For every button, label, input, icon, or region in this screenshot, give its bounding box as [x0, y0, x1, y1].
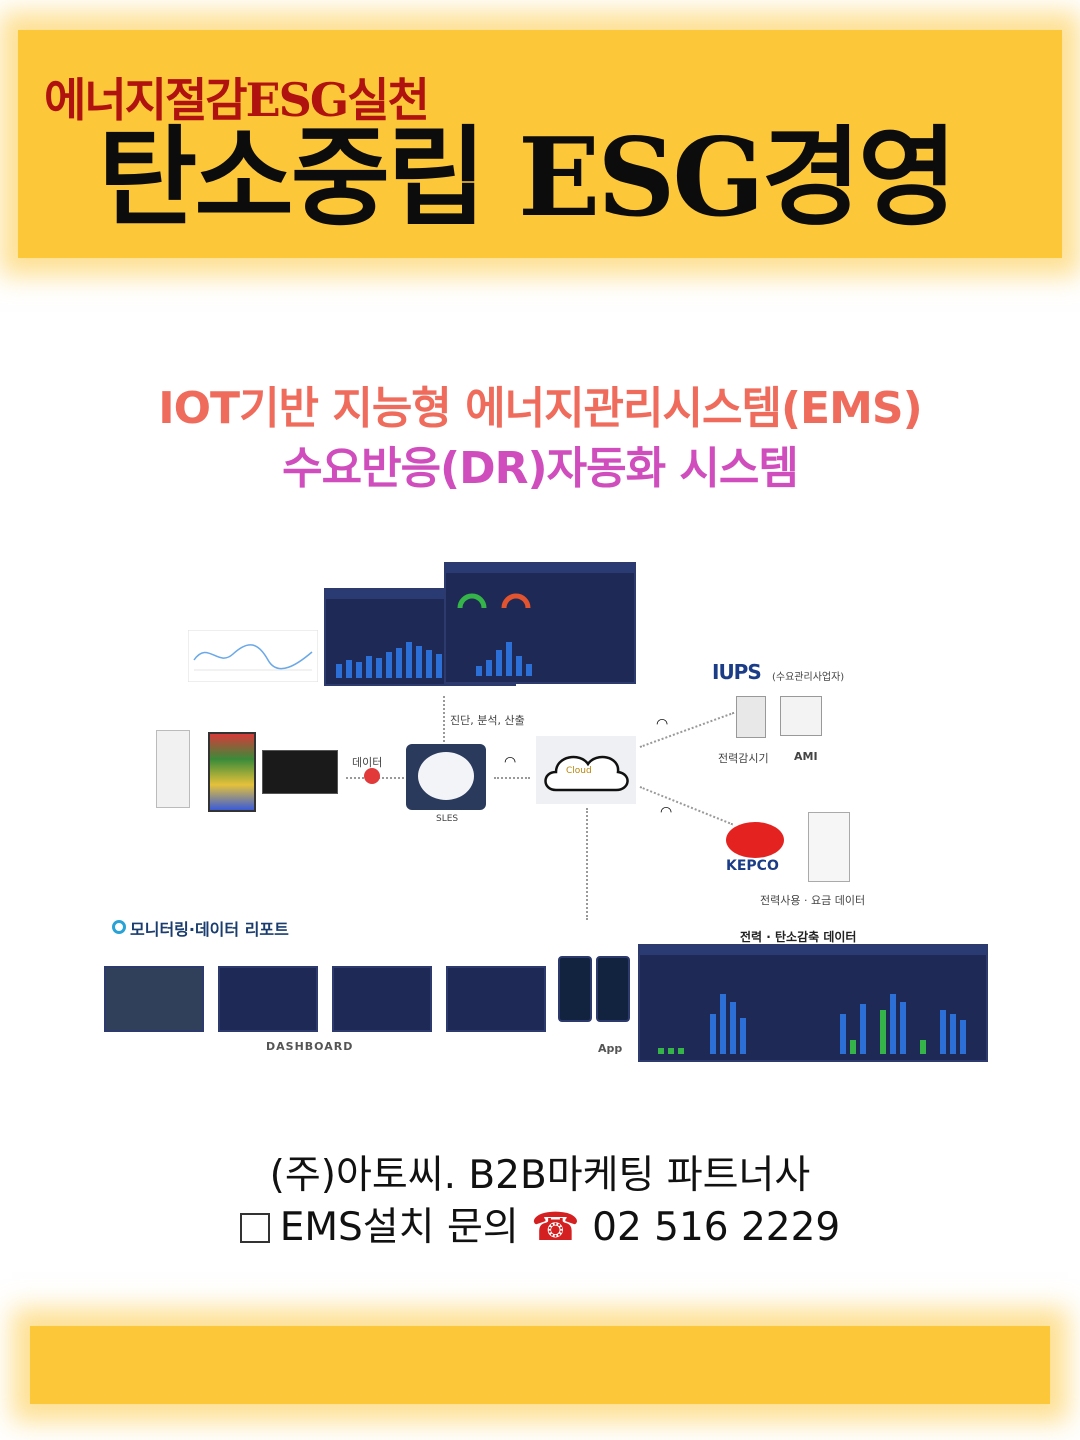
- microwave-icon: [262, 750, 338, 794]
- no-sign-icon: [364, 768, 380, 784]
- ems-diagram: 진단, 분석, 산출 데이터 SLES ◠ Cloud IUPS (수요관리사업…: [100, 556, 990, 1066]
- line-chart-illustration: [188, 630, 318, 682]
- dashboard-label: DASHBOARD: [266, 1040, 354, 1053]
- wifi-icon-3: ◠: [660, 804, 673, 820]
- bottom-banner: [30, 1326, 1050, 1404]
- monitor-title: 모니터링·데이터 리포트: [130, 920, 289, 939]
- app-phone-1: [558, 956, 592, 1022]
- cloud-label: Cloud: [566, 766, 592, 776]
- sles-device: [406, 744, 486, 810]
- dashboard-thumbnail-1: [218, 966, 318, 1032]
- kepco-emblem-icon: [726, 822, 784, 858]
- cloud-box: Cloud: [536, 736, 636, 804]
- refrigerator-icon: [208, 732, 256, 812]
- headline-dr: 수요반응(DR)자동화 시스템: [282, 443, 799, 494]
- kepco-logo: KEPCO: [726, 858, 779, 874]
- wifi-icon-2: ◠: [656, 716, 669, 732]
- monitor-bullet-icon: [112, 920, 126, 934]
- ami-label: AMI: [794, 750, 818, 763]
- iups-sub-label: (수요관리사업자): [772, 672, 845, 683]
- data-label: 데이터: [352, 756, 383, 769]
- telephone-icon: ☎: [531, 1205, 580, 1250]
- banner-subtitle: 에너지절감ESG실천: [44, 73, 430, 127]
- kepco-data-label: 전력사용 · 요금 데이터: [760, 894, 866, 907]
- checkbox-icon: [239, 1213, 270, 1243]
- app-phone-2: [596, 956, 630, 1022]
- dashboard-thumbnail-2: [332, 966, 432, 1032]
- wifi-icon: ◠: [504, 754, 517, 770]
- air-conditioner-icon: [156, 730, 190, 808]
- phone-number[interactable]: 02 516 2229: [592, 1205, 841, 1250]
- headline-ems: IOT기반 지능형 에너지관리시스템(EMS): [158, 383, 922, 434]
- dashboard-screen-right: [444, 562, 636, 684]
- top-banner: [18, 30, 1062, 258]
- map-thumbnail: [104, 966, 204, 1032]
- app-label: App: [598, 1042, 623, 1055]
- contact-company: (주)아토씨. B2B마케팅 파트너사: [269, 1153, 811, 1198]
- contact-inquiry-line: EMS설치 문의 ☎ 02 516 2229: [0, 1196, 1080, 1252]
- ami-meter-icon: [780, 696, 822, 736]
- sles-label: SLES: [436, 814, 459, 824]
- carbon-data-label: 전력 · 탄소감축 데이터: [740, 930, 857, 944]
- banner-title: 탄소중립 ESG경영: [98, 115, 957, 241]
- power-meter-icon: [736, 696, 766, 738]
- meter-label: 전력감시기: [718, 752, 769, 765]
- dashboard-thumbnail-3: [446, 966, 546, 1032]
- bill-document-icon: [808, 812, 850, 882]
- carbon-chart-screen: [638, 944, 988, 1062]
- diagnosis-label: 진단, 분석, 산출: [450, 714, 525, 727]
- iups-logo: IUPS: [712, 660, 762, 684]
- inquiry-label: EMS설치 문의: [279, 1205, 519, 1250]
